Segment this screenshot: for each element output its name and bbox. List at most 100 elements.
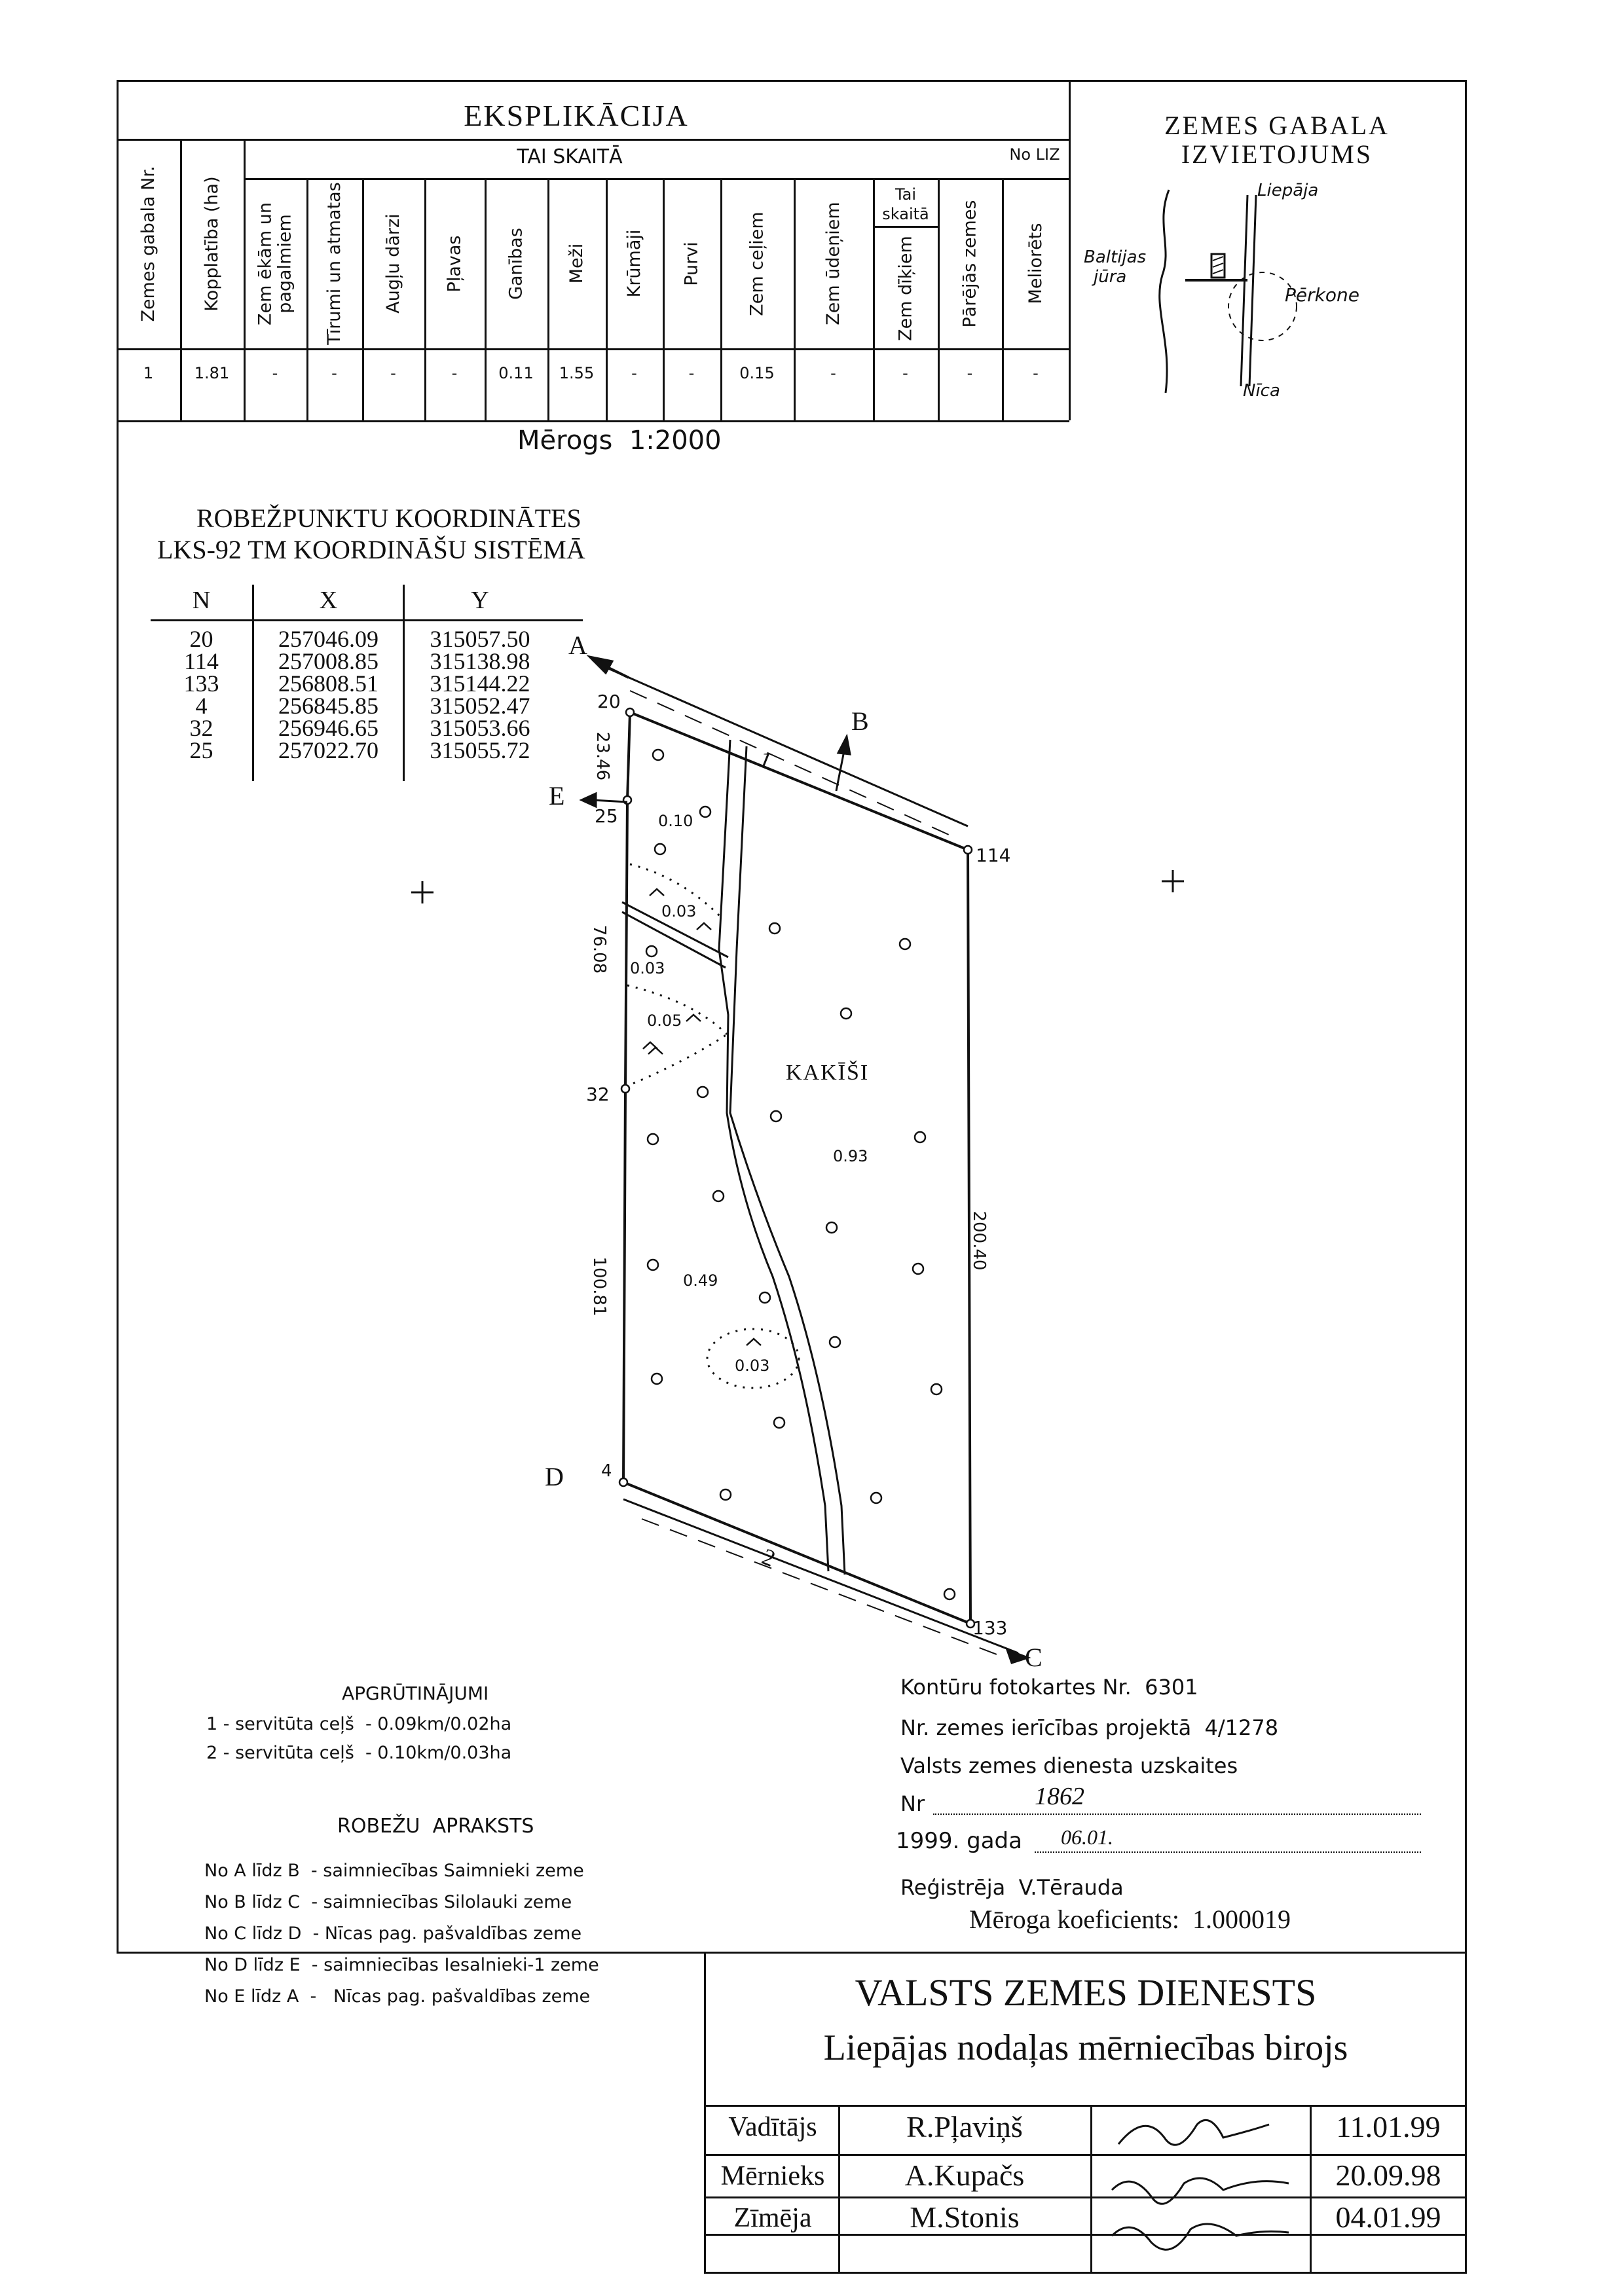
baltic-label-2: jūra <box>1094 267 1127 287</box>
explication-row-cell: 1.55 <box>559 364 595 382</box>
office-name: Liepājas nodaļas mērniecības birojs <box>823 2028 1348 2068</box>
encumbrance-1: 1 - servitūta ceļš - 0.09km/0.02ha <box>206 1714 512 1734</box>
baltic-label-1: Baltijas <box>1084 247 1147 267</box>
name-1: R.Pļaviņš <box>906 2110 1023 2143</box>
length-20040: 200.40 <box>969 1211 989 1271</box>
area-049: 0.49 <box>683 1271 718 1290</box>
length-7608: 76.08 <box>589 924 609 974</box>
boundary-title: ROBEŽU APRAKSTS <box>337 1815 534 1838</box>
inner-boundary <box>621 901 729 969</box>
coords-cell: 315052.47 <box>430 693 530 719</box>
date-2: 20.09.98 <box>1335 2159 1441 2192</box>
explication-row-cell: - <box>631 364 637 382</box>
explication-row-cell: - <box>331 364 337 382</box>
letter-a: A <box>568 630 587 660</box>
area-003-a: 0.03 <box>661 902 697 920</box>
explication-row-cell: - <box>830 364 836 382</box>
point-133: 133 <box>972 1617 1008 1639</box>
contour-lines <box>625 863 800 1389</box>
parcel-boundary <box>621 711 972 1626</box>
letter-e: E <box>549 781 565 811</box>
letter-b: B <box>851 706 869 736</box>
no-liz-label: No LIZ <box>1009 145 1060 164</box>
explication-row-cell: - <box>1033 364 1039 382</box>
boundary-2: No B līdz C - saimniecības Silolauki zem… <box>204 1892 572 1912</box>
plan-name: KAKĪŠI <box>786 1061 870 1085</box>
explication-title: EKSPLIKĀCIJA <box>464 99 689 132</box>
point-20: 20 <box>597 691 621 712</box>
role-2: Mērnieks <box>720 2161 825 2191</box>
explication-row-cell: - <box>967 364 973 382</box>
servitude-road-1 <box>586 655 969 839</box>
coords-cell: 315144.22 <box>430 670 530 697</box>
explication-row-cell: - <box>451 364 458 382</box>
signature-marks <box>1111 2119 1289 2251</box>
coords-cell: 256946.65 <box>278 715 378 741</box>
area-003-c: 0.03 <box>735 1357 770 1375</box>
explication-row-cell: - <box>902 364 908 382</box>
point-4: 4 <box>601 1461 612 1481</box>
length-10081: 100.81 <box>589 1256 609 1317</box>
explication-row-cell: 1 <box>143 364 154 382</box>
org-name: VALSTS ZEMES DIENESTS <box>855 1971 1317 2014</box>
length-2346: 23.46 <box>593 731 612 781</box>
boundary-1: No A līdz B - saimniecības Saimnieki zem… <box>204 1861 584 1881</box>
forest-symbols <box>645 748 956 1601</box>
explication-row-cell: - <box>272 364 278 382</box>
coords-cell: 4 <box>195 693 208 719</box>
boundary-points <box>618 707 976 1629</box>
boundary-4: No D līdz E - saimniecības Iesalnieki-1 … <box>204 1955 599 1975</box>
coords-header: Y <box>471 587 489 614</box>
crosshair-markers <box>411 870 1184 903</box>
info-nr-label: Nr <box>900 1791 925 1816</box>
coords-header: N <box>192 587 211 614</box>
tai-skaita-small: Tai skaitā <box>882 185 929 223</box>
area-010: 0.10 <box>658 812 693 830</box>
point-25: 25 <box>595 805 618 827</box>
explication-row-cell: 1.81 <box>194 364 230 382</box>
servitude-road-2 <box>623 1498 1031 1664</box>
info-nr-value: 1862 <box>1035 1783 1084 1810</box>
name-3: M.Stonis <box>910 2200 1020 2234</box>
boundary-3: No C līdz D - Nīcas pag. pašvaldības zem… <box>204 1923 582 1944</box>
coords-cell: 256845.85 <box>278 693 378 719</box>
scale-label: Mērogs 1:2000 <box>517 426 722 456</box>
internal-road <box>718 739 846 1575</box>
location-title-1: ZEMES GABALA <box>1164 111 1390 140</box>
letter-d: D <box>545 1462 564 1491</box>
name-2: A.Kupačs <box>904 2159 1025 2192</box>
info-date-value: 06.01. <box>1061 1825 1113 1849</box>
info-coefficient: Mēroga koeficients: 1.000019 <box>969 1904 1291 1934</box>
direction-arrows <box>579 733 851 809</box>
explication-row-cell: - <box>688 364 695 382</box>
coords-cell: 315057.50 <box>430 626 530 652</box>
area-093: 0.93 <box>833 1147 868 1165</box>
coords-cell: 257008.85 <box>278 648 378 674</box>
info-line-1: Kontūru fotokartes Nr. 6301 <box>900 1675 1198 1700</box>
point-114: 114 <box>976 845 1011 866</box>
info-registrar: Reģistrēja V.Tēraudа <box>900 1875 1124 1900</box>
explication-row-cell: 0.11 <box>498 364 534 382</box>
coords-cell: 257022.70 <box>278 737 378 763</box>
area-005: 0.05 <box>647 1011 682 1030</box>
location-title-2: IZVIETOJUMS <box>1181 139 1373 169</box>
coords-title-2: LKS-92 TM KOORDINĀŠU SISTĒMĀ <box>157 535 585 564</box>
coords-cell: 315053.66 <box>430 715 530 741</box>
coords-title-1: ROBEŽPUNKTU KOORDINĀTES <box>196 503 581 533</box>
coords-cell: 20 <box>189 626 213 652</box>
coords-cell: 256808.51 <box>278 670 378 697</box>
perkone-label: Pērkone <box>1285 284 1359 306</box>
coords-cell: 315055.72 <box>430 737 530 763</box>
explication-row-cell: 0.15 <box>739 364 775 382</box>
info-date-label: 1999. gada <box>896 1828 1022 1854</box>
liepaja-label: Liepāja <box>1257 181 1319 200</box>
meadow-symbols <box>642 888 762 1346</box>
boundary-5: No E līdz A - Nīcas pag. pašvaldības zem… <box>204 1986 591 2007</box>
date-3: 04.01.99 <box>1335 2200 1441 2234</box>
explication-row-cell: - <box>390 364 396 382</box>
point-32: 32 <box>586 1084 610 1105</box>
info-line-3: Valsts zemes dienesta uzskaites <box>900 1753 1238 1778</box>
drawing-frame <box>117 80 1467 1954</box>
letter-c: C <box>1025 1643 1043 1672</box>
